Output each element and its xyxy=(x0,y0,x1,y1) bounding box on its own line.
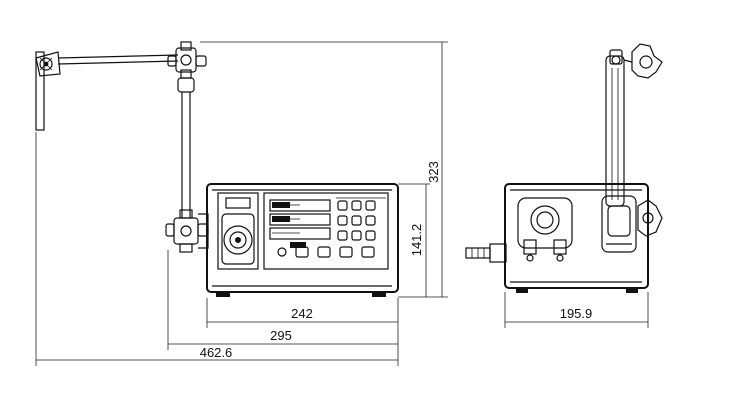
dim-body-height: 141.2 xyxy=(398,183,430,297)
front-view: 242 295 462.6 323 141.2 xyxy=(35,41,448,366)
dim-label-295: 295 xyxy=(270,328,292,343)
dim-label-141-2: 141.2 xyxy=(409,224,424,257)
dim-label-242: 242 xyxy=(291,306,313,321)
dim-front-panel-width: 242 xyxy=(206,298,399,328)
clamp-arm xyxy=(35,51,179,131)
dim-label-195-9: 195.9 xyxy=(560,306,593,321)
machine-body xyxy=(206,183,399,297)
upper-cross-clamp xyxy=(167,41,207,93)
side-view: 195.9 xyxy=(465,43,663,328)
dim-side-depth: 195.9 xyxy=(504,292,649,328)
lower-cross-clamp xyxy=(165,209,209,253)
side-pole xyxy=(605,43,663,207)
keypad xyxy=(277,200,376,258)
dim-label-462-6: 462.6 xyxy=(200,345,233,360)
dim-base-width: 295 xyxy=(167,250,399,350)
dim-overall-width: 462.6 xyxy=(35,132,399,366)
dim-overall-height: 323 xyxy=(200,41,448,298)
side-body xyxy=(465,183,663,293)
dim-label-323: 323 xyxy=(426,161,441,183)
